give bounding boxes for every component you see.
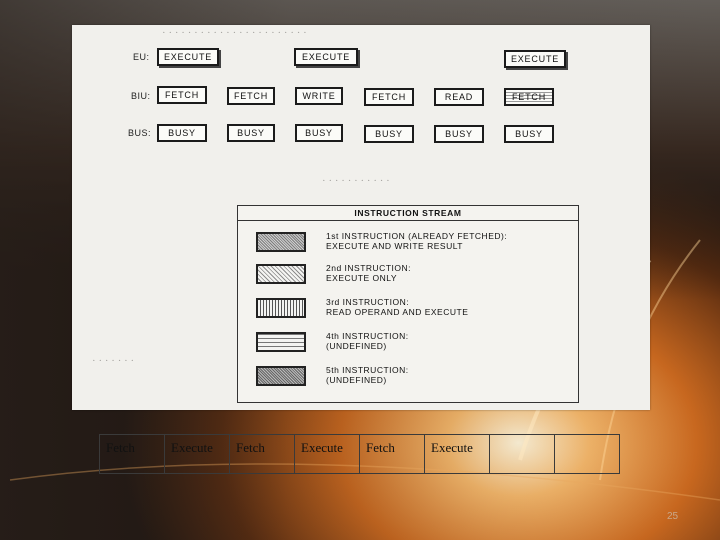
legend-item-text: 2nd INSTRUCTION: EXECUTE ONLY [326, 263, 411, 283]
page-number: 25 [667, 511, 679, 522]
legend-item: 2nd INSTRUCTION: EXECUTE ONLY [256, 263, 576, 294]
legend-item: 5th INSTRUCTION: (UNDEFINED) [256, 365, 576, 396]
bleed-through-text: · · · · · · · · · · · [322, 175, 390, 187]
table-row: Fetch Execute Fetch Execute Fetch Execut… [99, 434, 620, 474]
legend-item: 1st INSTRUCTION (ALREADY FETCHED): EXECU… [256, 231, 576, 262]
table-cell: Fetch [229, 434, 295, 474]
instruction-stream-legend: INSTRUCTION STREAM 1st INSTRUCTION (ALRE… [237, 205, 579, 403]
legend-item-text: 5th INSTRUCTION: (UNDEFINED) [326, 365, 409, 385]
legend-item: 4th INSTRUCTION: (UNDEFINED) [256, 331, 576, 362]
scanned-diagram: · · · · · · · · · · · · · · · · · · · · … [72, 25, 650, 410]
bus-row-label: BUS: [128, 128, 152, 138]
legend-swatch-diagonal-hatch [256, 264, 306, 284]
legend-item-text: 4th INSTRUCTION: (UNDEFINED) [326, 331, 409, 351]
biu-write-box: WRITE [295, 87, 343, 105]
bleed-through-text: · · · · · · · [92, 355, 135, 367]
legend-swatch-horizontal-lines [256, 332, 306, 352]
bleed-through-text: · · · · · · · · · · · · · · · · · · · · … [162, 27, 307, 39]
bus-busy-box-6: BUSY [504, 125, 554, 143]
eu-row-label: EU: [133, 52, 150, 62]
biu-fetch-box-3: FETCH [364, 88, 414, 106]
table-cell [489, 434, 555, 474]
legend-swatch-vertical-lines [256, 298, 306, 318]
bus-cycle-table: Fetch Execute Fetch Execute Fetch Execut… [99, 434, 620, 474]
table-cell [554, 434, 620, 474]
legend-item: 3rd INSTRUCTION: READ OPERAND AND EXECUT… [256, 297, 576, 328]
biu-fetch-box-1: FETCH [157, 86, 207, 104]
legend-item-text: 3rd INSTRUCTION: READ OPERAND AND EXECUT… [326, 297, 469, 317]
bus-busy-box-3: BUSY [295, 124, 343, 142]
biu-row-label: BIU: [131, 91, 151, 101]
eu-execute-box-3: EXECUTE [504, 50, 566, 68]
eu-execute-box-1: EXECUTE [157, 48, 219, 66]
table-cell: Execute [294, 434, 360, 474]
legend-swatch-dark-crosshatch [256, 366, 306, 386]
bus-busy-box-1: BUSY [157, 124, 207, 142]
table-cell: Fetch [359, 434, 425, 474]
table-cell: Execute [164, 434, 230, 474]
bus-busy-box-5: BUSY [434, 125, 484, 143]
biu-fetch-box-4: FETCH [504, 88, 554, 106]
biu-read-box: READ [434, 88, 484, 106]
bus-busy-box-2: BUSY [227, 124, 275, 142]
table-cell: Execute [424, 434, 490, 474]
legend-item-text: 1st INSTRUCTION (ALREADY FETCHED): EXECU… [326, 231, 508, 251]
bus-busy-box-4: BUSY [364, 125, 414, 143]
table-cell: Fetch [99, 434, 165, 474]
biu-fetch-box-2: FETCH [227, 87, 275, 105]
legend-swatch-dense-hatch [256, 232, 306, 252]
legend-title: INSTRUCTION STREAM [238, 206, 578, 221]
eu-execute-box-2: EXECUTE [294, 48, 358, 66]
